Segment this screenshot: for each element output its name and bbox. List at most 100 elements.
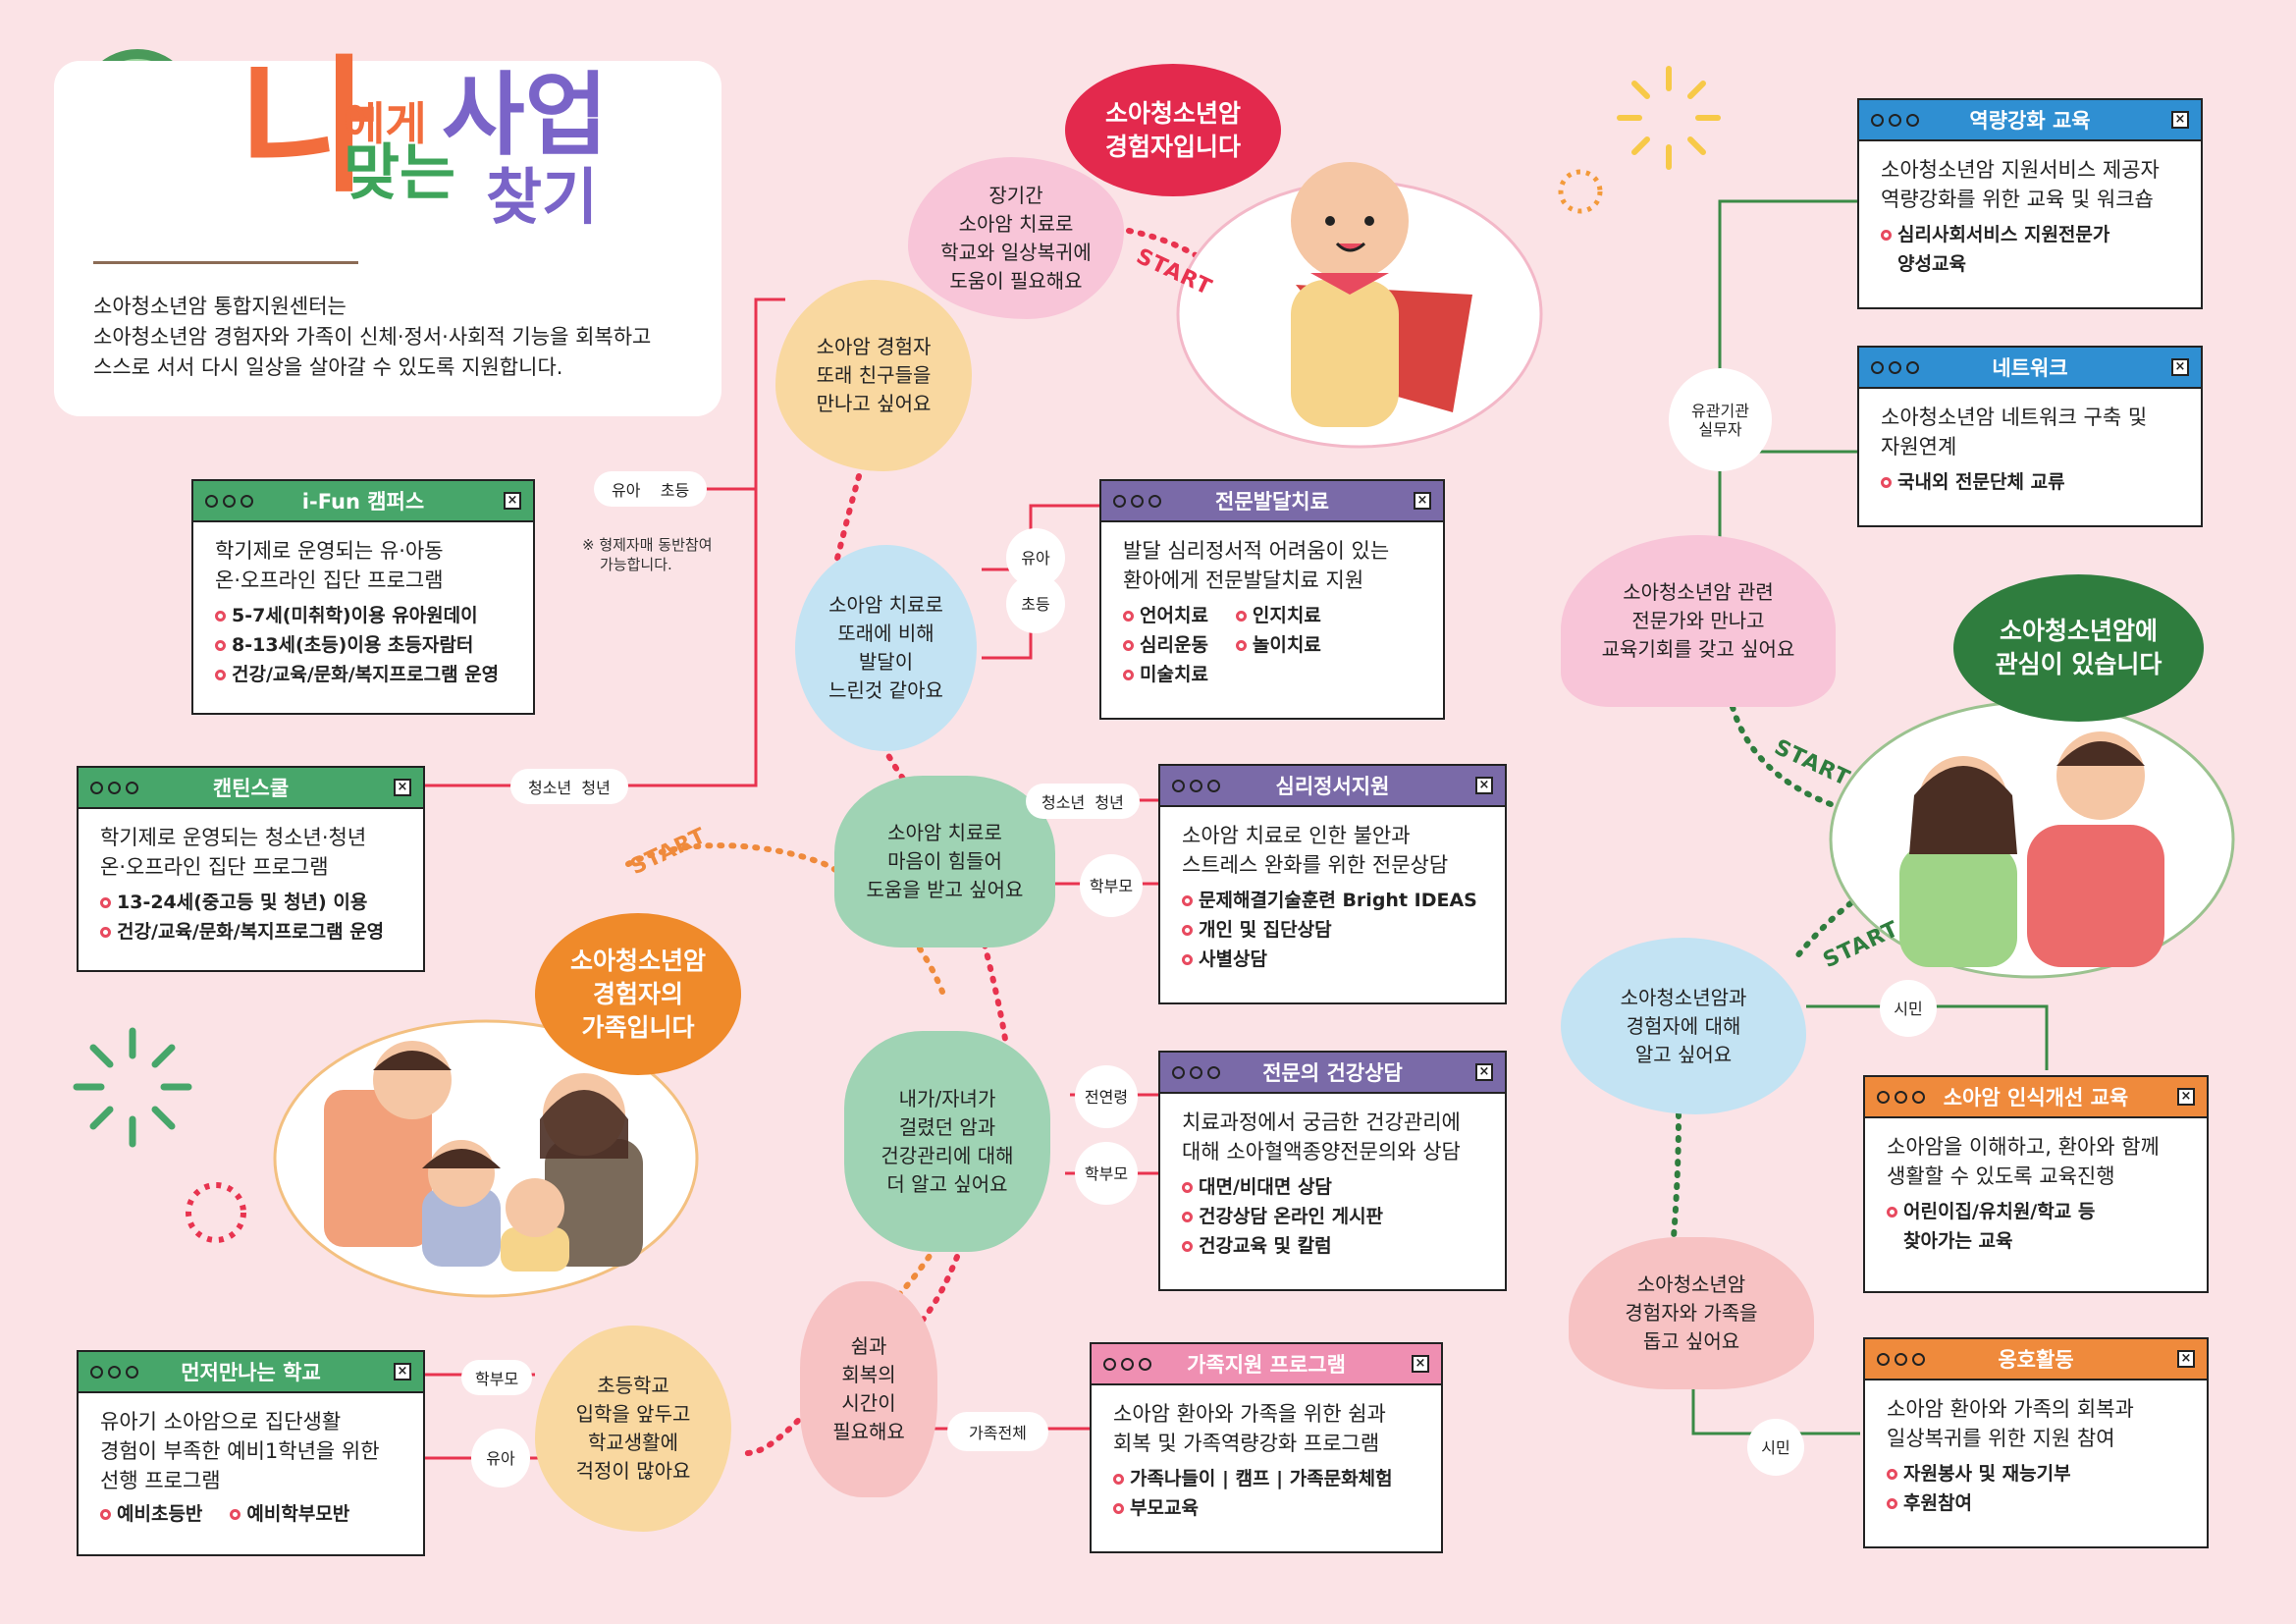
title-na: 나 (240, 42, 377, 213)
close-box-icon[interactable]: × (2171, 111, 2189, 129)
program-item: 건강/교육/문화/복지프로그램 운영 (215, 660, 513, 689)
program-item: 예비학부모반 (230, 1499, 349, 1529)
tag-jeonyeonryeong: 전연령 (1075, 1065, 1138, 1128)
program-item: 부모교육 (1113, 1493, 1421, 1523)
title-chatgi: 찾기 (486, 161, 599, 233)
tag-gajokjeonche: 가족전체 (947, 1412, 1048, 1451)
program-item: 13-24세(중고등 및 청년) 이용 (100, 888, 403, 917)
title-saeop: 사업 (442, 63, 609, 168)
close-box-icon[interactable]: × (2171, 358, 2189, 376)
three-dots-icon (90, 781, 138, 794)
family-illustration (324, 1041, 643, 1272)
title-ege: 에게 (344, 97, 427, 150)
tag-teen-youth: 청소년 청년 (510, 769, 628, 804)
close-box-icon[interactable]: × (2177, 1088, 2195, 1106)
intro-divider (93, 261, 358, 264)
tag-hakbumo: 학부모 (1080, 854, 1143, 917)
three-dots-icon (1877, 1090, 1925, 1104)
program-item: 후원참여 (1887, 1489, 2187, 1518)
close-box-icon[interactable]: × (504, 492, 521, 510)
close-box-icon[interactable]: × (394, 779, 411, 796)
program-item: 어린이집/유치원/학교 등 (1887, 1197, 2187, 1226)
survivor-illustration (1291, 162, 1472, 427)
citizens-illustration (1899, 731, 2164, 967)
close-box-icon[interactable]: × (1475, 777, 1493, 794)
program-item: 건강/교육/문화/복지프로그램 운영 (100, 917, 403, 947)
tag-simin: 시민 (1880, 980, 1937, 1037)
intro-text: 소아청소년암 통합지원센터는 소아청소년암 경험자와 가족이 신체·정서·사회적… (93, 292, 702, 383)
tag-yua-choding: 유아 초등 (594, 471, 708, 507)
program-item: 건강교육 및 칼럼 (1182, 1231, 1485, 1261)
three-dots-icon (1871, 360, 1919, 374)
program-item: 언어치료 (1123, 601, 1208, 630)
intro-line: 소아청소년암 경험자와 가족이 신체·정서·사회적 기능을 회복하고 (93, 325, 652, 349)
program-item: 문제해결기술훈련 Bright IDEAS (1182, 886, 1485, 915)
program-item: 심리사회서비스 지원전문가 (1881, 220, 2181, 249)
close-box-icon[interactable]: × (394, 1363, 411, 1380)
program-item: 5-7세(미취학)이용 유아원데이 (215, 601, 513, 630)
three-dots-icon (90, 1365, 138, 1379)
program-item: 인지치료 (1236, 601, 1321, 630)
close-box-icon[interactable]: × (1412, 1355, 1429, 1373)
three-dots-icon (1103, 1357, 1151, 1371)
program-item: 8-13세(초등)이용 초등자람터 (215, 630, 513, 660)
close-box-icon[interactable]: × (1414, 492, 1431, 510)
program-item: 양성교육 (1897, 253, 1966, 275)
program-item: 대면/비대면 상담 (1182, 1172, 1485, 1202)
tag-hakbumo-2: 학부모 (1075, 1142, 1138, 1205)
program-item: 개인 및 집단상담 (1182, 915, 1485, 945)
close-box-icon[interactable]: × (2177, 1350, 2195, 1368)
three-dots-icon (1172, 779, 1220, 792)
three-dots-icon (1871, 113, 1919, 127)
program-item: 찾아가는 교육 (1903, 1230, 2013, 1252)
program-item: 사별상담 (1182, 945, 1485, 974)
tag-simin-2: 시민 (1747, 1419, 1804, 1476)
three-dots-icon (205, 494, 253, 508)
close-box-icon[interactable]: × (1475, 1063, 1493, 1081)
tag-hakbumo-3: 학부모 (461, 1360, 533, 1395)
three-dots-icon (1172, 1065, 1220, 1079)
tag-yua-2: 유아 (471, 1429, 530, 1488)
program-item: 국내외 전문단체 교류 (1881, 467, 2181, 497)
program-item: 미술치료 (1123, 660, 1423, 689)
tag-chodeung: 초등 (1006, 574, 1065, 633)
intro-line: 소아청소년암 통합지원센터는 (93, 295, 347, 318)
program-item: 예비초등반 (100, 1499, 202, 1529)
three-dots-icon (1113, 494, 1161, 508)
intro-line: 스스로 서서 다시 일상을 살아갈 수 있도록 지원합니다. (93, 355, 563, 379)
title-matneun: 맞는 (344, 136, 456, 208)
three-dots-icon (1877, 1352, 1925, 1366)
program-item: 심리운동 (1123, 630, 1208, 660)
program-item: 가족나들이 | 캠프 | 가족문화체험 (1113, 1464, 1421, 1493)
program-item: 놀이치료 (1236, 630, 1321, 660)
tag-teen-youth-2: 청소년 청년 (1026, 784, 1140, 819)
program-item: 자원봉사 및 재능기부 (1887, 1459, 2187, 1489)
